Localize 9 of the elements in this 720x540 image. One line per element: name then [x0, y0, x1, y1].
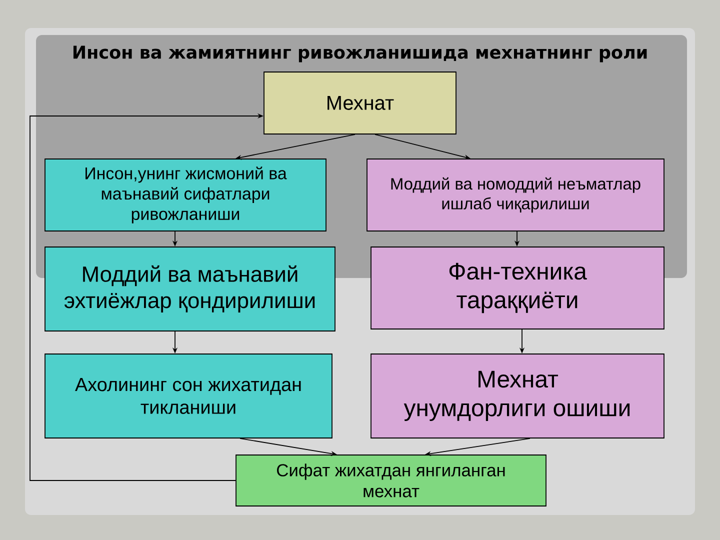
process-box: Фан-техника тараққиёти: [370, 246, 664, 330]
process-box: Мехнат унумдорлиги ошиши: [370, 354, 664, 438]
process-box: Ахолининг сон жихатидан тикланиши: [44, 354, 332, 438]
process-box: Моддий ва маънавий эхтиёжлар қондирилиши: [44, 246, 336, 332]
process-box: Инсон,унинг жисмоний ва маънавий сифатлари ривожланиши: [44, 158, 326, 232]
process-box: Сифат жихатдан янгиланган мехнат: [236, 454, 546, 506]
process-box: Мехнат: [264, 72, 456, 134]
title: Инсон ва жамиятнинг ривожланишида мехнатнинг роли: [74, 46, 647, 62]
process-box: Моддий ва номоддий неъматлар ишлаб чиқарилиши: [366, 158, 664, 232]
